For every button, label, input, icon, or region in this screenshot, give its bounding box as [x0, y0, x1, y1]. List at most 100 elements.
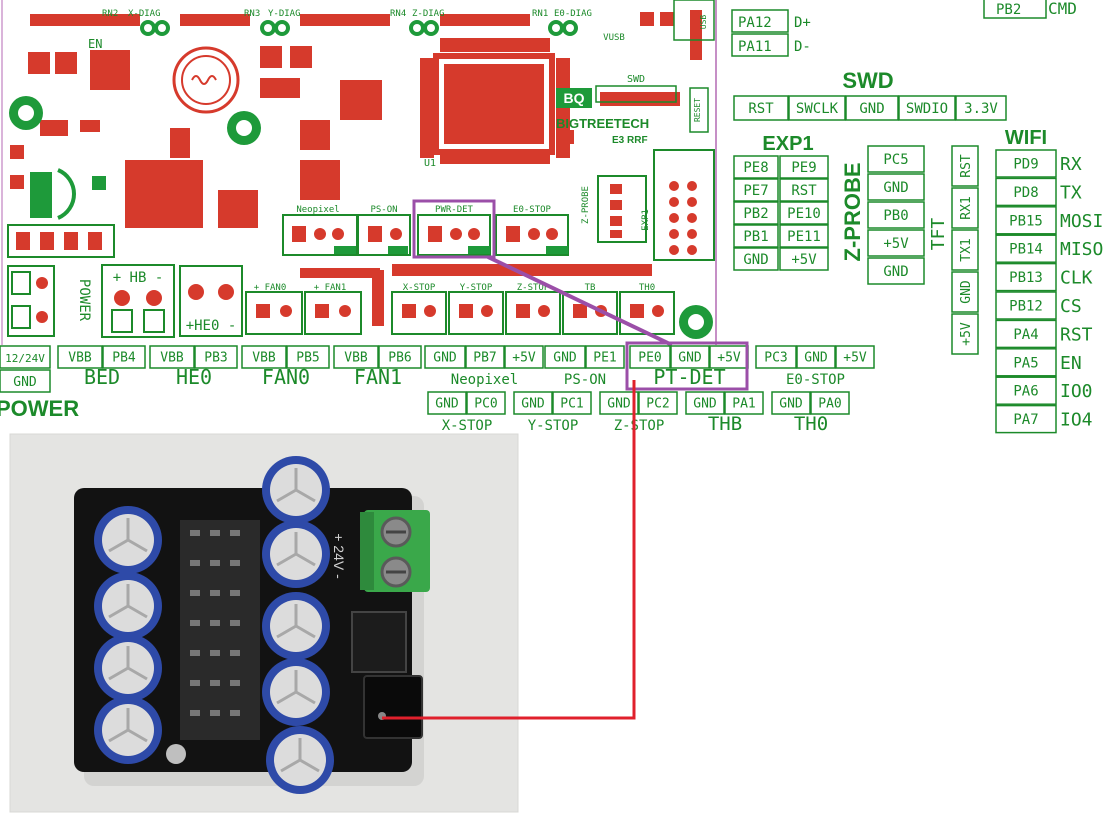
- swd-pin: GND: [859, 101, 884, 117]
- wifi-pin: PD8: [1013, 185, 1038, 201]
- zprobe-pin-cell: [867, 257, 925, 285]
- e0-stop-silk-label: E0-STOP: [513, 205, 552, 215]
- x-diag-label: X-DIAG: [128, 9, 161, 19]
- stop-connector-label: THB: [708, 413, 742, 435]
- stop-connector-label: Z-STOP: [614, 418, 665, 434]
- stop-connector-label: X-STOP: [442, 418, 493, 434]
- bottom-connector-label: BED: [84, 365, 120, 389]
- bottom-pin: +5V: [717, 351, 741, 366]
- swd-pin-cell: [733, 95, 789, 121]
- mid-connectors: [282, 214, 569, 256]
- wifi-signal: IO0: [1060, 381, 1093, 402]
- zprobe-pin: GND: [883, 180, 908, 196]
- en-label: EN: [88, 37, 102, 51]
- stop-pin-cell: [685, 391, 725, 415]
- swd-pin: RST: [748, 101, 774, 117]
- exp1-pin-cell: [733, 201, 779, 225]
- wifi-signal: RX: [1060, 154, 1082, 175]
- power-title: POWER: [0, 396, 79, 421]
- bottom-pin: PB3: [204, 351, 227, 366]
- bottom-connector-label: HE0: [176, 365, 212, 389]
- exp1-pin: PE10: [787, 206, 821, 222]
- exp1-pin-cell: [779, 155, 829, 179]
- stop-pin-cell: [724, 391, 764, 415]
- bottom-pin-cell: [149, 345, 195, 369]
- bottom-pin-cell: [585, 345, 625, 369]
- exp1-pin-cell: [779, 201, 829, 225]
- svg-text:BQ: BQ: [564, 90, 585, 106]
- neopixel-silk-label: Neopixel: [296, 205, 339, 215]
- z-stop-silk-label: Z-STOP: [517, 283, 550, 293]
- bottom-connector-label: PT-DET: [653, 365, 725, 389]
- wifi-signal: MISO: [1060, 239, 1103, 260]
- wifi-pin-cell: [995, 234, 1057, 263]
- bottom-pin-cell: [670, 345, 710, 369]
- wifi-pin-cell: [995, 404, 1057, 434]
- zprobe-pin: GND: [883, 264, 908, 280]
- wifi-pin-cell: [995, 376, 1057, 405]
- swd-pin-cell: [845, 95, 899, 121]
- stop-pin: GND: [435, 397, 459, 412]
- bottom-connector-label: Neopixel: [451, 372, 518, 388]
- module-screw-terminal: [364, 510, 430, 592]
- stop-pin: GND: [779, 397, 803, 412]
- highlight-connector: [487, 255, 673, 347]
- stop-pin-cell: [513, 391, 553, 415]
- stop-connector-label: TH0: [794, 413, 828, 435]
- stop-pin: PA1: [732, 397, 755, 412]
- bottom-connector-label: FAN0: [262, 365, 310, 389]
- y-stop-silk-label: Y-STOP: [460, 283, 493, 293]
- wifi-signal: EN: [1060, 353, 1082, 374]
- swd-silk-label: SWD: [627, 74, 645, 85]
- rn1-label: RN1: [532, 9, 548, 19]
- bottom-pin-cell: [241, 345, 287, 369]
- e0-diag-label: E0-DIAG: [554, 9, 592, 19]
- swd-pin-cell: [955, 95, 1007, 121]
- bottom-connector-label: FAN1: [354, 365, 402, 389]
- fan0-silk-label: + FAN0: [254, 283, 287, 293]
- wifi-pin-cell: [995, 177, 1057, 207]
- wifi-pin-cell: [995, 206, 1057, 235]
- wifi-pin: PB14: [1009, 242, 1043, 258]
- power-detection-module-photo: + 24V -: [9, 433, 519, 813]
- bottom-pin-cell: [465, 345, 505, 369]
- lower-connectors: [245, 264, 675, 335]
- board-model-label: E3 RRF: [612, 135, 648, 146]
- bottom-pin-cell: [796, 345, 836, 369]
- pwr-det-silk-label: PWR-DET: [435, 205, 474, 215]
- zprobe-pin: +5V: [883, 236, 909, 252]
- exp1-silk-label: EXP1: [641, 209, 651, 231]
- bottom-pin-cell: [194, 345, 238, 369]
- bottom-pin: PB4: [112, 351, 136, 366]
- exp1-pin: GND: [743, 252, 768, 268]
- tft-pin: TX1: [959, 238, 974, 261]
- wifi-pin: PA4: [1013, 327, 1038, 343]
- stop-pin-cell: [427, 391, 467, 415]
- wifi-pin: PD9: [1013, 157, 1038, 173]
- stop-pin-cell: [638, 391, 678, 415]
- wifi-signal: CS: [1060, 296, 1082, 317]
- usb-signal: D-: [794, 39, 811, 55]
- zprobe-pin-cell: [867, 201, 925, 229]
- bottom-pin: VBB: [68, 351, 92, 366]
- stop-pin: PC1: [560, 397, 583, 412]
- cmd-label: CMD: [1048, 0, 1077, 18]
- reset-silk-label: RESET: [693, 98, 702, 122]
- wifi-pin: PA7: [1013, 412, 1038, 428]
- wifi-signal: RST: [1060, 324, 1093, 345]
- stop-pin-cell: [466, 391, 506, 415]
- swd-pin: SWCLK: [796, 101, 839, 117]
- tft-pin-cell: [951, 271, 979, 313]
- stop-pin: GND: [607, 397, 631, 412]
- u1-label: U1: [424, 158, 436, 169]
- bottom-pin: GND: [678, 351, 702, 366]
- bottom-pin: GND: [433, 351, 457, 366]
- usb-signal: D+: [794, 15, 811, 31]
- bottom-pin: PE1: [593, 351, 616, 366]
- exp1-pin: PE9: [791, 160, 816, 176]
- stop-pin: PA0: [818, 397, 841, 412]
- usb-silk-label: USB: [699, 15, 708, 30]
- bottom-pin-cell: [102, 345, 146, 369]
- exp1-pin: PE7: [743, 183, 768, 199]
